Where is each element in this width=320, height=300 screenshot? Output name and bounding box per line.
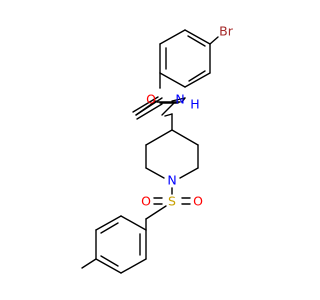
amide-nitrogen-label: N bbox=[175, 92, 184, 107]
bond bbox=[95, 215, 122, 231]
carbonyl-oxygen-label: O bbox=[146, 92, 156, 107]
aromatic-inner-bond bbox=[100, 255, 119, 267]
sulfonyl-oxygen-right-label: O bbox=[193, 194, 203, 209]
bond bbox=[95, 258, 122, 274]
bond bbox=[145, 167, 165, 179]
carbonyl-double-bond bbox=[132, 96, 159, 113]
sulfonyl-oxygen-left-label: O bbox=[141, 194, 151, 209]
ring-nitrogen-label: N bbox=[167, 173, 176, 188]
bromine-label: Br bbox=[219, 24, 234, 39]
bond bbox=[159, 72, 186, 88]
amide-hydrogen-label: H bbox=[190, 97, 199, 112]
bond bbox=[184, 29, 211, 45]
bond bbox=[164, 113, 173, 117]
bond bbox=[209, 36, 219, 45]
bond bbox=[171, 129, 199, 146]
bond bbox=[184, 72, 211, 88]
bond bbox=[181, 97, 186, 103]
bromophenyl-ring bbox=[159, 29, 211, 88]
bond bbox=[145, 205, 167, 220]
bond bbox=[161, 101, 176, 116]
methyl-bond bbox=[81, 258, 97, 269]
tolyl-ring bbox=[95, 215, 147, 274]
aromatic-inner-bond bbox=[188, 70, 206, 82]
bond bbox=[120, 215, 147, 231]
chemical-structure: Br N H O N S O O bbox=[81, 24, 234, 274]
bond bbox=[159, 29, 186, 45]
sulfur-label: S bbox=[168, 194, 176, 209]
carbonyl-double-bond bbox=[136, 103, 163, 120]
bond bbox=[120, 258, 147, 274]
aromatic-inner-bond bbox=[187, 35, 206, 47]
bond bbox=[171, 97, 186, 102]
aromatic-inner-bond bbox=[100, 222, 119, 234]
bond bbox=[135, 97, 163, 116]
bond bbox=[179, 167, 199, 179]
bond bbox=[145, 129, 173, 146]
piperidine-ring bbox=[145, 129, 199, 179]
